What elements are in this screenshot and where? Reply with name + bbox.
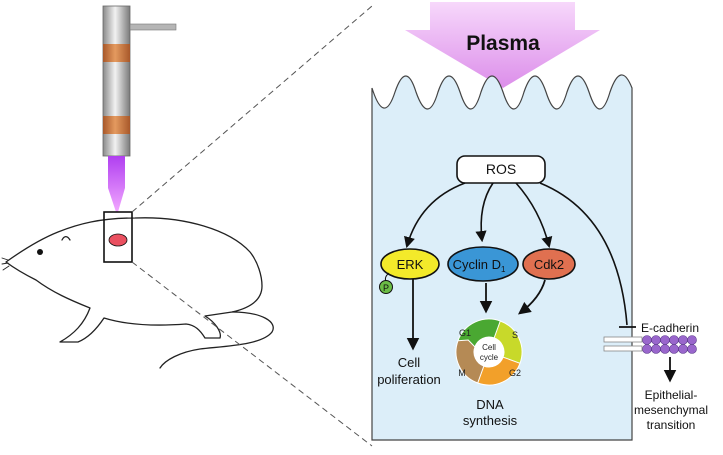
- mouse-body: [5, 217, 263, 343]
- arrow-ros-erk: [404, 182, 466, 249]
- ros-label: ROS: [486, 161, 516, 177]
- mouse-illustration: [1, 217, 274, 369]
- dna-line1: DNA: [476, 397, 504, 412]
- emt-line2: mesenchymal: [634, 403, 708, 417]
- ecadherin-bead: [660, 335, 670, 345]
- cyclin-sub-text: 1: [501, 265, 506, 274]
- phase-s-label: S: [512, 330, 518, 340]
- dna-line2: synthesis: [463, 413, 518, 428]
- ecadherin-bead: [642, 335, 652, 345]
- electrode-band-upper: [103, 44, 130, 62]
- ecadherin-bead: [678, 344, 688, 354]
- membrane-stub-upper: [603, 336, 643, 343]
- plasma-jet-device: [102, 5, 177, 212]
- plasma-arrow: [405, 2, 600, 88]
- lesion-spot: [108, 233, 128, 247]
- cdk2-label: Cdk2: [534, 257, 564, 272]
- mouse-tail: [159, 311, 274, 369]
- cell-cycle-center-line2: cycle: [480, 353, 499, 362]
- cell-cycle-wheel: [455, 318, 523, 386]
- erk-label: ERK: [397, 257, 424, 272]
- ecadherin-bead: [669, 335, 679, 345]
- ecadherin-bead: [660, 344, 670, 354]
- treatment-area-box: [103, 211, 133, 263]
- cyclin-d1-node: [447, 246, 519, 282]
- ecadherin-bead: [669, 344, 679, 354]
- mouse-eye: [37, 249, 43, 255]
- ecadherin-complex: [642, 335, 697, 354]
- cdk2-node: [522, 248, 576, 280]
- gas-inlet-pipe: [129, 23, 177, 31]
- arrow-cdk2-cycle: [517, 279, 546, 315]
- zoom-line-top: [131, 5, 373, 213]
- arrow-ros-cdk2: [515, 182, 553, 249]
- zoom-line-bottom: [131, 261, 373, 447]
- cell-cycle-center: [474, 337, 504, 367]
- proliferation-line1: Cell: [398, 355, 421, 370]
- phase-m-label: M: [458, 368, 466, 378]
- mouse-whiskers: [1, 257, 10, 271]
- ecadherin-bead: [651, 335, 661, 345]
- mouse-ear: [61, 235, 71, 241]
- electrode-band-lower: [103, 116, 130, 134]
- ecadherin-bead: [678, 335, 688, 345]
- erk-node: [380, 248, 440, 280]
- phospho-label: P: [383, 283, 389, 293]
- ecadherin-bead: [687, 335, 697, 345]
- cell-cycle-center-line1: Cell: [482, 343, 496, 352]
- phase-g1-label: G1: [459, 328, 471, 338]
- ecadherin-label: E-cadherin: [641, 321, 699, 335]
- inhibition-ros-ecadherin: [539, 182, 628, 326]
- proliferation-line2: poliferation: [377, 372, 441, 387]
- emt-line1: Epithelial-: [645, 388, 698, 402]
- phase-g2-label: G2: [509, 368, 521, 378]
- arrow-ros-cyclin: [475, 182, 494, 243]
- ecadherin-bead: [687, 344, 697, 354]
- membrane-stub-lower: [603, 345, 643, 352]
- phospho-badge: [379, 280, 393, 294]
- plasma-beam: [108, 156, 125, 212]
- ecadherin-bead: [642, 344, 652, 354]
- emt-line3: transition: [647, 418, 696, 432]
- ros-box: [456, 155, 546, 184]
- cyclin-d1-label: Cyclin D1: [453, 257, 506, 274]
- plasma-label: Plasma: [466, 32, 540, 55]
- ecadherin-bead: [651, 344, 661, 354]
- cyclin-main-text: Cyclin D: [453, 257, 501, 272]
